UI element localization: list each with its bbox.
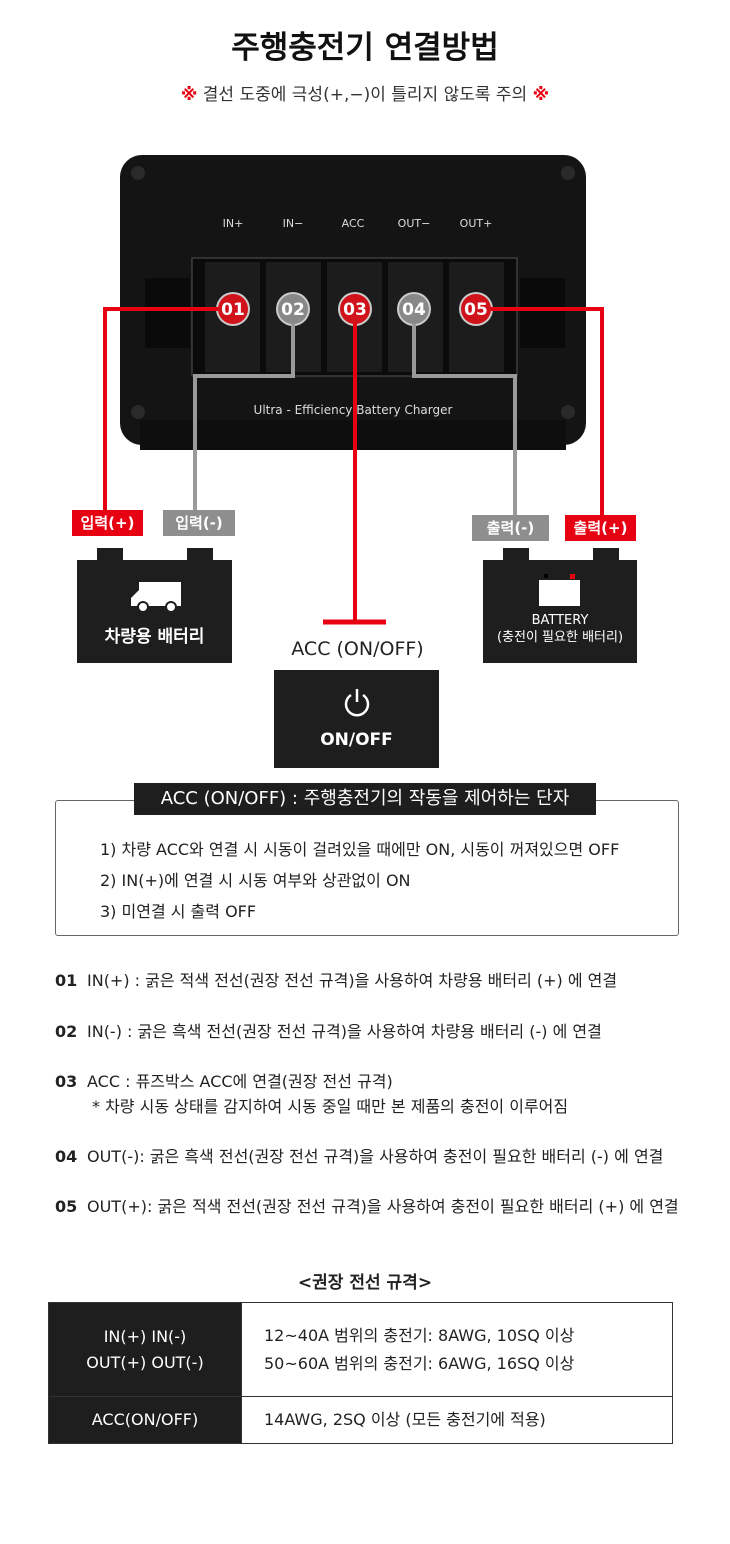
battery-sublabel: (충전이 필요한 배터리) — [496, 630, 624, 645]
reference-mark: ※ — [532, 85, 550, 105]
terminal-label: ACC — [342, 217, 365, 230]
table-row: ACC(ON/OFF) 14AWG, 2SQ 이상 (모든 충전기에 적용) — [48, 1396, 673, 1444]
acc-info-heading: ACC (ON/OFF) : 주행충전기의 작동을 제어하는 단자 — [134, 783, 596, 815]
battery-label: BATTERY — [531, 613, 589, 628]
table-row: IN(+) IN(-)OUT(+) OUT(-) 12~40A 범위의 충전기:… — [48, 1302, 673, 1397]
wiring-diagram: 01 02 03 04 05 IN+ IN− ACC OUT− OUT+ Ult… — [103, 155, 604, 625]
acc-switch-label: ON/OFF — [320, 730, 393, 750]
power-icon — [344, 689, 369, 717]
target-battery: BATTERY (충전이 필요한 배터리) — [483, 548, 637, 663]
terminal-number: 05 — [464, 300, 488, 320]
tag-output-plus: 출력(+) — [565, 515, 636, 541]
info-line: 2) IN(+)에 연결 시 시동 여부와 상관없이 ON — [100, 871, 411, 890]
page-title: 주행충전기 연결방법 — [231, 30, 499, 66]
wire-spec-table: IN(+) IN(-)OUT(+) OUT(-) 12~40A 범위의 충전기:… — [48, 1302, 673, 1444]
terminal-number: 03 — [343, 300, 367, 320]
wire-in-plus — [103, 307, 220, 512]
device-brand-text: Ultra - Efficiency Battery Charger — [254, 403, 453, 417]
vehicle-battery: 차량용 배터리 — [77, 548, 232, 663]
wire-in-minus — [193, 320, 295, 512]
rv-icon — [130, 582, 181, 613]
table-cell: 14AWG, 2SQ 이상 (모든 충전기에 적용) — [241, 1396, 673, 1444]
tag-output-minus: 출력(-) — [472, 515, 549, 541]
info-line: 1) 차량 ACC와 연결 시 시동이 걸려있을 때에만 ON, 시동이 꺼져있… — [100, 840, 620, 859]
tag-input-minus: 입력(-) — [163, 510, 235, 536]
info-line: 3) 미연결 시 출력 OFF — [100, 902, 257, 921]
acc-label: ACC (ON/OFF) — [291, 638, 424, 660]
table-title: <권장 전선 규격> — [297, 1273, 433, 1293]
terminal-label: OUT+ — [460, 217, 493, 230]
wire-out-plus — [490, 307, 604, 517]
terminal-label: IN− — [283, 217, 304, 230]
acc-switch: ON/OFF — [274, 670, 439, 768]
battery-icon — [539, 574, 580, 606]
list-item-note: * 차량 시동 상태를 감지하여 시동 중일 때만 본 제품의 충전이 이루어짐 — [92, 1097, 569, 1116]
terminal-label: OUT− — [398, 217, 431, 230]
table-header-cell: ACC(ON/OFF) — [48, 1396, 242, 1444]
tag-input-plus: 입력(+) — [72, 510, 143, 536]
reference-mark: ※ — [180, 85, 198, 105]
terminal-numbers: 01 02 03 04 05 — [218, 294, 491, 324]
terminal-number: 02 — [281, 300, 305, 320]
polarity-warning: ※ 결선 도중에 극성(+,−)이 틀리지 않도록 주의 ※ — [0, 80, 730, 105]
terminal-number: 01 — [221, 300, 245, 320]
warning-text: 결선 도중에 극성(+,−)이 틀리지 않도록 주의 — [202, 85, 528, 105]
terminal-label: IN+ — [223, 217, 244, 230]
terminal-number: 04 — [402, 300, 426, 320]
table-header-cell: IN(+) IN(-)OUT(+) OUT(-) — [48, 1302, 242, 1397]
wire-out-minus — [412, 320, 517, 517]
vehicle-battery-label: 차량용 배터리 — [104, 627, 205, 647]
